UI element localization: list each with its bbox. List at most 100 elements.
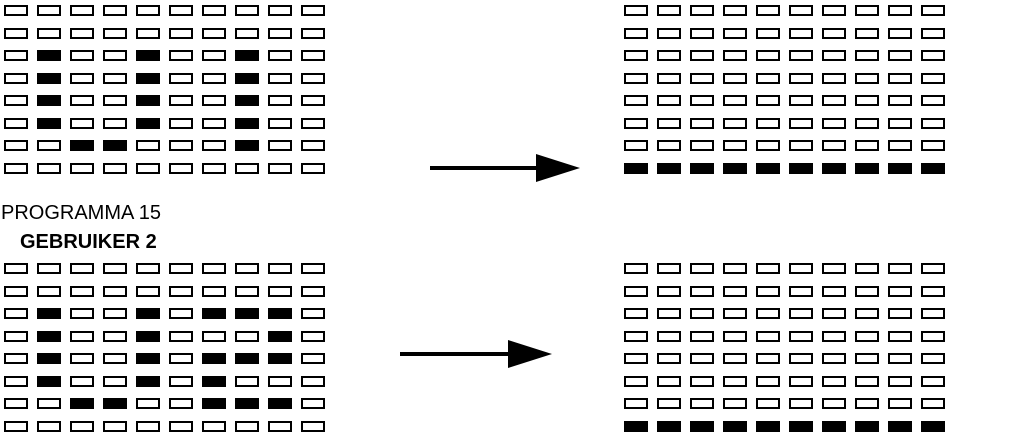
led-segment-off	[301, 117, 325, 129]
led-segment-off	[301, 263, 325, 274]
led-segment-off	[235, 330, 259, 342]
led-segment-on	[822, 162, 846, 174]
led-segment-off	[690, 398, 714, 409]
led-segment-on	[855, 162, 879, 174]
led-segment-on	[136, 50, 160, 61]
led-segment-on	[235, 95, 259, 106]
led-segment-off	[37, 398, 61, 409]
led-segment-off	[690, 27, 714, 39]
led-segment-on	[202, 308, 226, 319]
led-segment-off	[4, 308, 28, 319]
led-segment-off	[136, 140, 160, 151]
led-row	[624, 398, 960, 409]
led-segment-off	[690, 140, 714, 151]
led-segment-off	[202, 263, 226, 274]
led-segment-off	[723, 330, 747, 342]
led-row	[624, 72, 960, 84]
led-segment-off	[756, 285, 780, 297]
led-segment-off	[169, 5, 193, 16]
led-segment-on	[756, 420, 780, 432]
led-segment-off	[268, 140, 292, 151]
led-segment-off	[789, 95, 813, 106]
led-segment-off	[921, 375, 945, 387]
led-segment-off	[657, 95, 681, 106]
led-segment-off	[657, 5, 681, 16]
led-segment-on	[624, 162, 648, 174]
led-segment-off	[789, 285, 813, 297]
led-segment-off	[789, 117, 813, 129]
led-segment-off	[301, 375, 325, 387]
led-segment-off	[301, 5, 325, 16]
led-segment-off	[888, 398, 912, 409]
led-segment-off	[37, 162, 61, 174]
led-segment-off	[888, 50, 912, 61]
led-segment-off	[690, 330, 714, 342]
led-row	[624, 162, 960, 174]
led-row	[624, 140, 960, 151]
led-segment-off	[756, 330, 780, 342]
led-segment-off	[624, 140, 648, 151]
led-segment-off	[202, 95, 226, 106]
led-segment-off	[202, 27, 226, 39]
led-segment-off	[624, 285, 648, 297]
led-segment-off	[103, 285, 127, 297]
led-row	[4, 27, 340, 39]
led-segment-on	[235, 398, 259, 409]
led-segment-off	[855, 5, 879, 16]
led-segment-off	[822, 117, 846, 129]
led-segment-on	[268, 330, 292, 342]
led-segment-off	[723, 353, 747, 364]
led-segment-off	[888, 308, 912, 319]
led-segment-off	[624, 308, 648, 319]
led-segment-off	[723, 285, 747, 297]
led-segment-off	[301, 140, 325, 151]
led-segment-off	[202, 117, 226, 129]
led-row	[4, 117, 340, 129]
led-segment-off	[855, 375, 879, 387]
led-segment-on	[136, 117, 160, 129]
led-segment-off	[103, 27, 127, 39]
led-segment-off	[169, 420, 193, 432]
led-segment-off	[690, 263, 714, 274]
led-segment-off	[723, 27, 747, 39]
led-segment-off	[690, 285, 714, 297]
led-segment-off	[756, 27, 780, 39]
led-row	[624, 5, 960, 16]
led-segment-off	[789, 330, 813, 342]
led-segment-off	[756, 308, 780, 319]
led-segment-off	[657, 285, 681, 297]
led-segment-off	[103, 162, 127, 174]
led-segment-off	[888, 375, 912, 387]
led-segment-on	[37, 117, 61, 129]
led-row	[624, 285, 960, 297]
led-segment-off	[235, 162, 259, 174]
led-segment-off	[921, 27, 945, 39]
led-segment-off	[822, 140, 846, 151]
led-segment-off	[70, 375, 94, 387]
led-segment-off	[4, 420, 28, 432]
led-segment-off	[202, 420, 226, 432]
led-row	[4, 398, 340, 409]
led-segment-off	[268, 27, 292, 39]
led-segment-off	[37, 263, 61, 274]
led-segment-off	[789, 375, 813, 387]
led-segment-on	[70, 140, 94, 151]
led-segment-off	[855, 27, 879, 39]
led-segment-off	[169, 398, 193, 409]
led-segment-off	[70, 263, 94, 274]
led-row	[624, 420, 960, 432]
led-segment-off	[723, 308, 747, 319]
led-segment-on	[103, 398, 127, 409]
led-segment-on	[822, 420, 846, 432]
led-segment-off	[723, 140, 747, 151]
led-segment-off	[657, 353, 681, 364]
led-segment-off	[822, 5, 846, 16]
led-segment-off	[690, 50, 714, 61]
led-segment-off	[921, 117, 945, 129]
led-segment-off	[657, 72, 681, 84]
led-segment-off	[723, 72, 747, 84]
led-segment-off	[103, 117, 127, 129]
led-segment-off	[789, 308, 813, 319]
led-segment-off	[723, 263, 747, 274]
led-segment-off	[4, 375, 28, 387]
